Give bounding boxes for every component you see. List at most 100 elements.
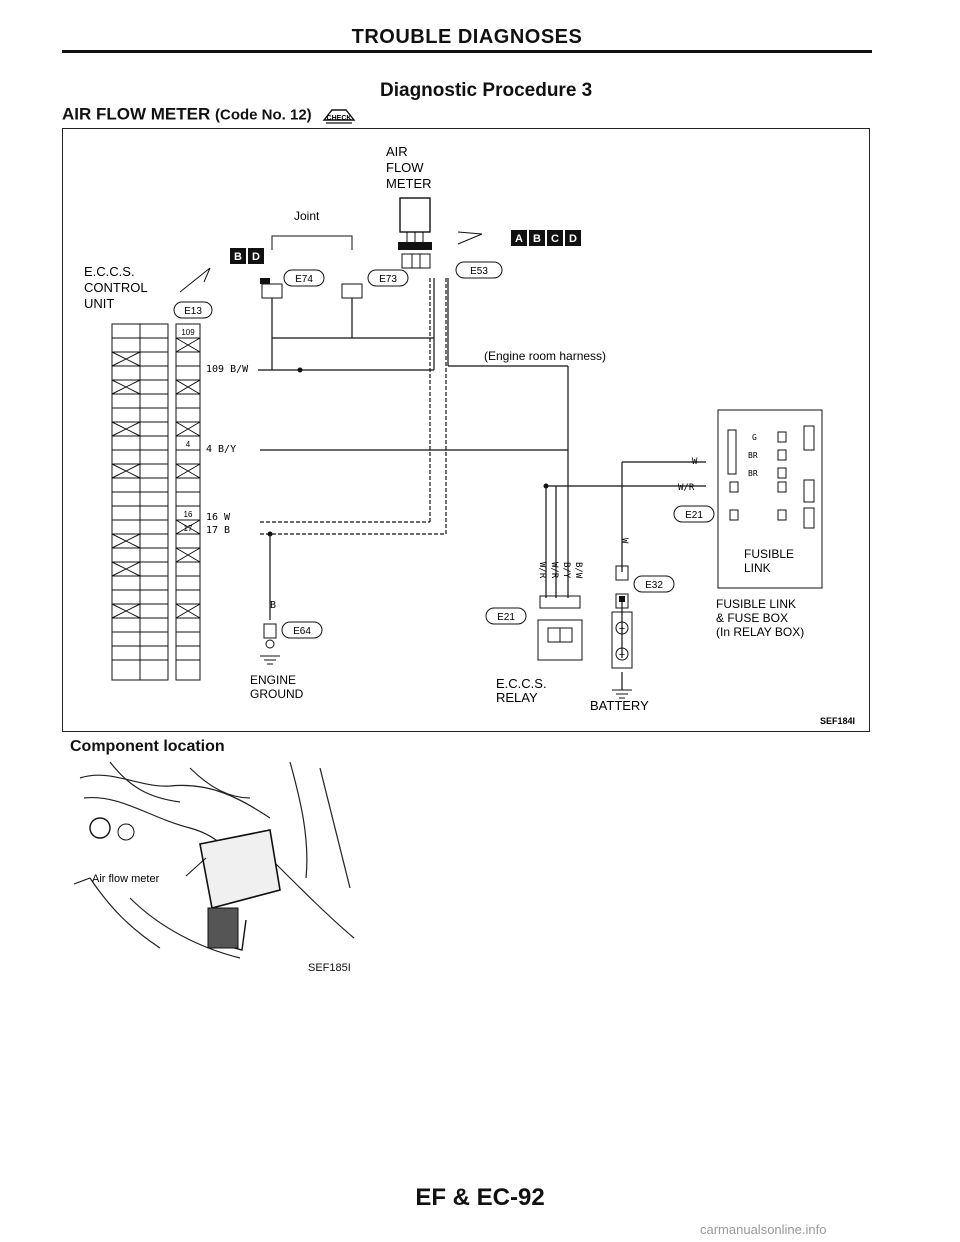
- connector-e13: E13: [173, 301, 213, 319]
- fuse-labels: G BR BR: [748, 433, 758, 478]
- battery-label: BATTERY: [590, 698, 649, 713]
- svg-text:W/R: W/R: [549, 562, 559, 579]
- watermark: carmanualsonline.info: [700, 1222, 827, 1237]
- wire-4-label: 4 B/Y: [206, 444, 236, 455]
- relay-box: [537, 619, 583, 661]
- svg-text:E74: E74: [295, 274, 313, 285]
- wiring-diagram-frame: [62, 128, 870, 732]
- svg-text:E64: E64: [293, 626, 311, 637]
- svg-text:E.C.C.S.: E.C.C.S.: [496, 676, 547, 691]
- connector-e21-b: E21: [673, 505, 715, 523]
- svg-text:W/R: W/R: [537, 562, 547, 579]
- svg-text:E21: E21: [685, 510, 703, 521]
- connector-e53-plug: [398, 242, 432, 269]
- svg-text:E13: E13: [184, 306, 202, 317]
- eccs-control-label: E.C.C.S. CONTROL UNIT: [84, 264, 148, 311]
- svg-text:E32: E32: [645, 580, 663, 591]
- page-header: TROUBLE DIAGNOSES: [351, 26, 583, 48]
- svg-text:(In RELAY BOX): (In RELAY BOX): [716, 625, 804, 639]
- svg-text:RELAY: RELAY: [496, 690, 538, 705]
- svg-text:& FUSE BOX: & FUSE BOX: [716, 611, 788, 625]
- wiring-lines: [258, 278, 706, 690]
- battery-plus-icon: +: [619, 623, 625, 635]
- battery-minus-icon: −: [619, 649, 625, 661]
- svg-text:B: B: [533, 233, 541, 245]
- fuse-box-label: FUSIBLE LINK & FUSE BOX (In RELAY BOX): [716, 597, 804, 639]
- wire-w-label: W: [692, 457, 698, 467]
- svg-text:ENGINE: ENGINE: [250, 673, 296, 687]
- svg-text:16: 16: [184, 510, 193, 519]
- check-icon: CHECK: [322, 109, 356, 124]
- svg-text:B/W: B/W: [573, 562, 583, 579]
- svg-text:A: A: [515, 233, 523, 245]
- svg-text:FUSIBLE LINK: FUSIBLE LINK: [716, 597, 796, 611]
- component-location-title: Component location: [70, 738, 225, 755]
- svg-text:D: D: [252, 251, 260, 263]
- component-photo: Air flow meter: [73, 761, 355, 959]
- svg-text:FLOW: FLOW: [386, 160, 424, 175]
- relay-wire-labels: W/R W/R B/Y B/W: [537, 562, 583, 579]
- eccs-relay-label: E.C.C.S. RELAY: [496, 676, 547, 705]
- connector-e74: E74: [283, 269, 325, 287]
- photo-ref: SEF185I: [308, 962, 351, 974]
- diagram-ref: SEF184I: [820, 716, 855, 726]
- connector-e73: E73: [367, 269, 409, 287]
- engine-ground-label: ENGINE GROUND: [250, 673, 304, 701]
- wiring-diagram: AIR FLOW METER A B C D E53 Joint E74 E73: [84, 144, 855, 726]
- battery-connector-a: [615, 565, 629, 581]
- svg-text:GROUND: GROUND: [250, 687, 304, 701]
- connector-e53: E53: [455, 261, 503, 279]
- svg-text:17: 17: [184, 524, 193, 533]
- wire-16-label: 16 W: [206, 512, 231, 523]
- joint-label: Joint: [294, 209, 320, 223]
- control-badge: B D: [230, 248, 264, 264]
- fuse-box: [717, 409, 823, 589]
- svg-text:FUSIBLE: FUSIBLE: [744, 547, 794, 561]
- page-number: EF & EC-92: [415, 1184, 545, 1211]
- air-flow-meter-callout: Air flow meter: [92, 873, 160, 885]
- pin-numbers: 109 4 16 17: [181, 328, 195, 533]
- svg-text:CONTROL: CONTROL: [84, 280, 148, 295]
- afm-badge: A B C D: [457, 230, 581, 246]
- code-number: (Code No. 12): [215, 106, 312, 124]
- svg-text:G: G: [752, 433, 757, 442]
- svg-text:4: 4: [186, 440, 191, 449]
- section-title: Diagnostic Procedure 3: [380, 80, 593, 101]
- check-icon-label: CHECK: [327, 115, 352, 122]
- connector-e21-a: E21: [485, 607, 527, 625]
- wire-17-label: 17 B: [206, 525, 230, 536]
- svg-text:E73: E73: [379, 274, 397, 285]
- subtitle: AIR FLOW METER (Code No. 12) CHECK: [62, 104, 358, 126]
- ground-connector: [263, 623, 277, 639]
- svg-text:BR: BR: [748, 451, 758, 460]
- air-flow-meter-label: AIR FLOW METER: [386, 144, 432, 191]
- svg-text:METER: METER: [386, 176, 432, 191]
- svg-text:UNIT: UNIT: [84, 296, 114, 311]
- svg-text:D: D: [569, 233, 577, 245]
- svg-text:E53: E53: [470, 266, 488, 277]
- control-unit-connector: [111, 323, 201, 681]
- air-flow-meter-box: [399, 197, 431, 233]
- svg-text:C: C: [551, 233, 559, 245]
- fusible-link-label: FUSIBLE LINK: [744, 547, 794, 575]
- svg-text:B/Y: B/Y: [561, 562, 571, 579]
- wire-109-label: 109 B/W: [206, 364, 249, 375]
- relay-plug: [539, 595, 581, 609]
- svg-text:LINK: LINK: [744, 561, 771, 575]
- subtitle-text: AIR FLOW METER: [62, 104, 211, 124]
- svg-text:AIR: AIR: [386, 144, 408, 159]
- wire-wr-label: W/R: [678, 483, 695, 493]
- svg-text:E21: E21: [497, 612, 515, 623]
- connector-e64: E64: [281, 621, 323, 639]
- air-flow-meter-illustration: [89, 817, 281, 951]
- engine-room-harness-label: (Engine room harness): [484, 349, 606, 363]
- battery-symbol: [611, 611, 633, 669]
- wire-w-vertical-label: W: [619, 538, 629, 544]
- wire-b-label: B: [270, 600, 276, 611]
- svg-text:B: B: [234, 251, 242, 263]
- header-rule: [62, 50, 872, 53]
- connector-e32: E32: [633, 575, 675, 593]
- svg-text:BR: BR: [748, 469, 758, 478]
- svg-text:109: 109: [181, 328, 195, 337]
- svg-text:E.C.C.S.: E.C.C.S.: [84, 264, 135, 279]
